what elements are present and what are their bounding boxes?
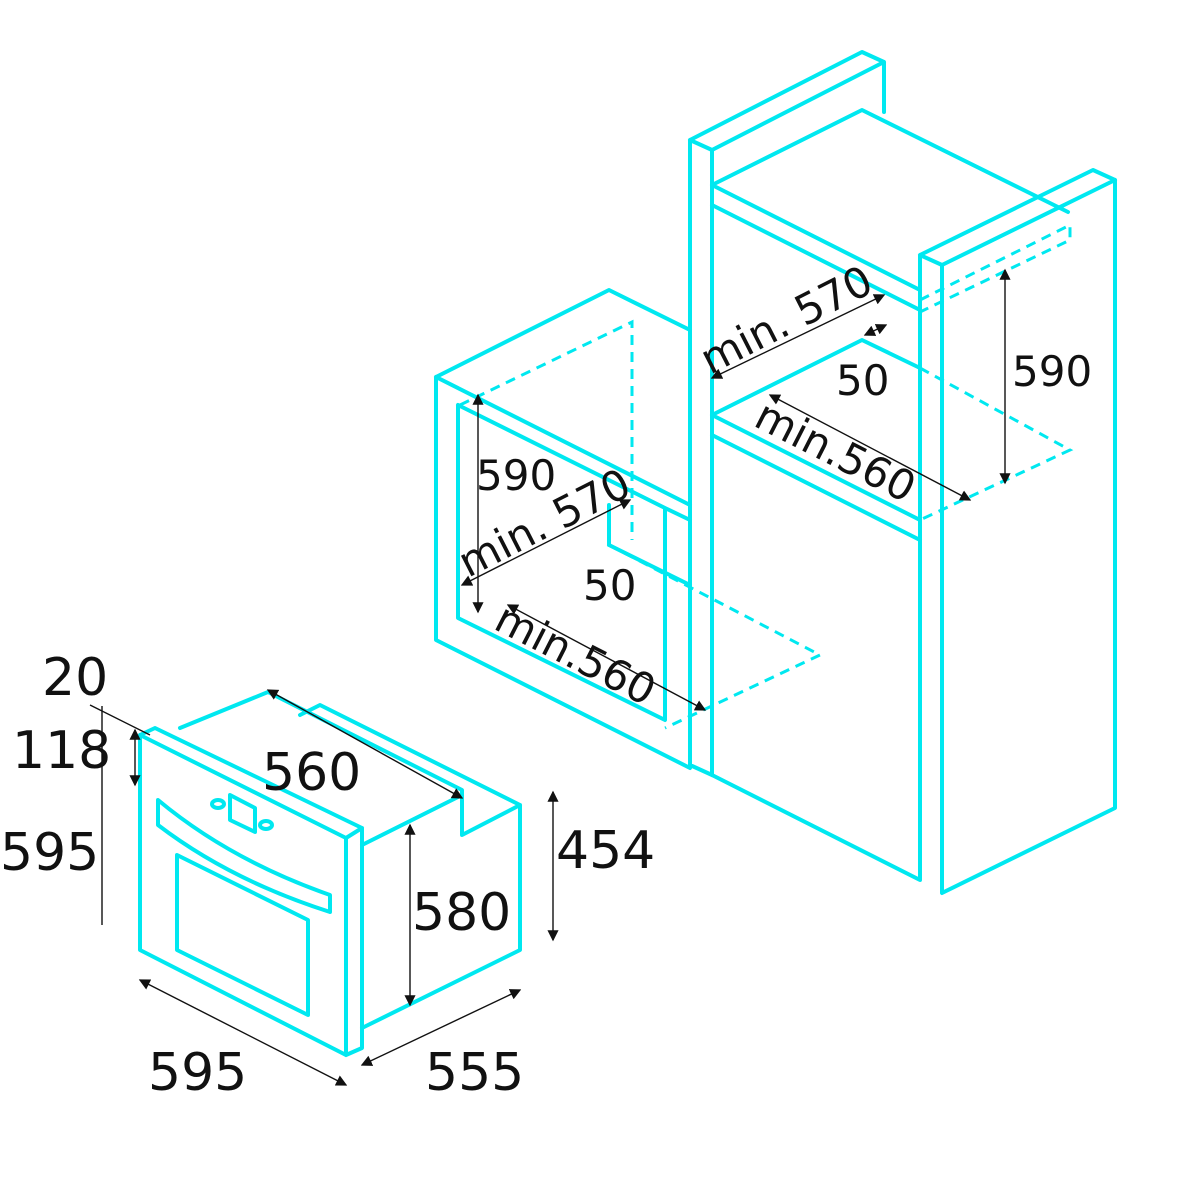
panel-height-label: 118 bbox=[12, 721, 111, 781]
tall-cabinet bbox=[688, 50, 1117, 895]
niche-gap-label: 50 bbox=[583, 561, 636, 610]
body-height-back-label: 454 bbox=[556, 821, 655, 881]
door-handle bbox=[156, 798, 332, 914]
knob-right bbox=[258, 819, 274, 831]
display bbox=[228, 793, 257, 834]
niche-height-label: 590 bbox=[476, 451, 556, 500]
front-width-label: 595 bbox=[148, 1043, 247, 1103]
front-height-label: 595 bbox=[0, 823, 99, 883]
column-gap-label: 50 bbox=[836, 356, 889, 405]
knob-left bbox=[210, 798, 226, 810]
niche-depth-label: min.560 bbox=[487, 593, 663, 715]
body-height-label: 580 bbox=[412, 883, 511, 943]
panel-depth-label: 20 bbox=[42, 648, 108, 708]
niche-cabinet bbox=[434, 288, 824, 770]
top-width-label: 560 bbox=[262, 743, 361, 803]
column-depth-label: min.560 bbox=[747, 390, 923, 512]
column-height-label: 590 bbox=[1012, 347, 1092, 396]
dimension-lines bbox=[89, 268, 1011, 1086]
depth-label: 555 bbox=[425, 1043, 524, 1103]
